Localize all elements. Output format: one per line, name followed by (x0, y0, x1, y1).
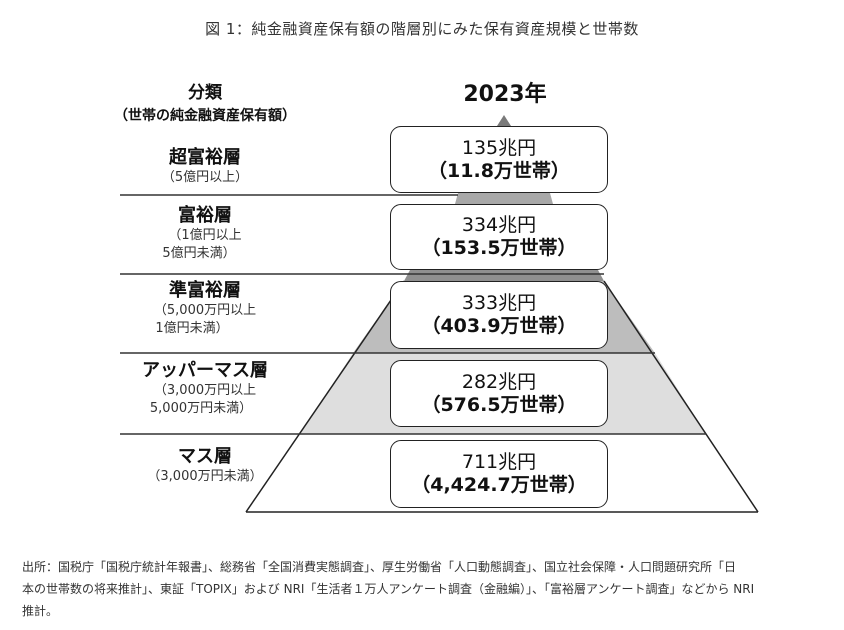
category-label: 分類 (188, 83, 222, 103)
tier-label-wealthy: 富裕層 （1億円以上 5億円未満） (162, 205, 242, 261)
tier-label-ultra-wealthy: 超富裕層 （5億円以上） (161, 147, 249, 185)
value-box-semi-wealthy: 333兆円 （403.9万世帯） (390, 281, 608, 349)
value-box-wealthy: 334兆円 （153.5万世帯） (390, 204, 608, 270)
band-ultra-wealthy (497, 115, 511, 126)
tier-label-mass: マス層 （3,000万円未満） (147, 446, 263, 484)
band-wealthy (455, 193, 553, 204)
category-sublabel: （世帯の純金融資産保有額） (114, 108, 296, 124)
value-box-mass: 711兆円 （4,424.7万世帯） (390, 440, 608, 508)
value-box-upper-mass: 282兆円 （576.5万世帯） (390, 360, 608, 427)
figure-title: 図 1：純金融資産保有額の階層別にみた保有資産規模と世帯数 (205, 20, 639, 38)
year-label: 2023年 (463, 82, 547, 107)
value-box-ultra-wealthy: 135兆円 （11.8万世帯） (390, 126, 608, 193)
tier-label-upper-mass: アッパーマス層 （3,000万円以上 5,000万円未満） (142, 360, 268, 416)
tier-label-semi-wealthy: 準富裕層 （5,000万円以上 1億円未満） (153, 280, 257, 336)
category-header: 分類 （世帯の純金融資産保有額） (100, 78, 310, 125)
band-semi-wealthy-top (404, 270, 604, 281)
source-note: 出所：国税庁「国税庁統計年報書」、総務省「全国消費実態調査」、厚生労働省「人口動… (22, 560, 755, 618)
